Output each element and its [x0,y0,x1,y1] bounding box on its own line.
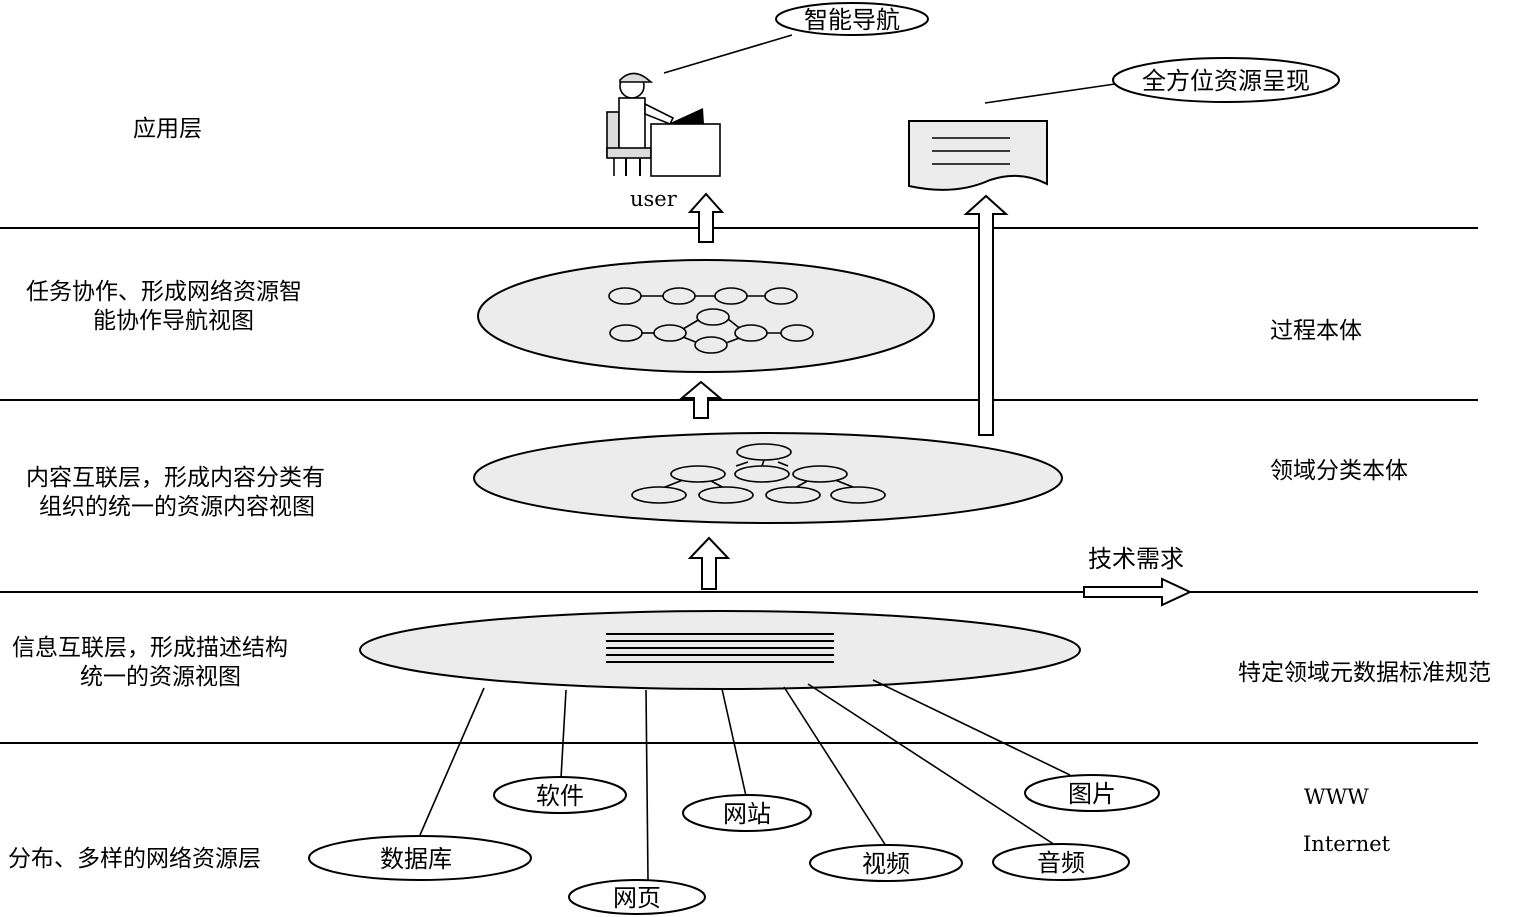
resource-audio-bubble [992,843,1130,881]
process-node [714,287,748,305]
document-icon [908,120,1048,191]
user-at-computer-icon [606,72,721,177]
metadata-lines [606,633,834,663]
resource-webpage-bubble [568,879,706,915]
smart-nav-pointer [663,34,793,74]
process-node [696,308,730,326]
up-arrow-to-domain [687,536,731,590]
resource-video-bubble [809,844,963,882]
resource-image-label: 图片 [1068,780,1116,808]
smart-nav-label: 智能导航 [804,6,900,34]
process-node [780,324,814,342]
resource-audio-label: 音频 [1037,849,1085,877]
process-node [734,324,768,342]
process-node [694,336,728,354]
domain-node [734,465,790,483]
domain-node [670,465,726,483]
internet-label: Internet [1303,832,1391,856]
domain-node [830,486,886,504]
process-node [653,324,687,342]
process-flow-graph [608,287,814,354]
domain-ontology-label: 领域分类本体 [1270,458,1408,484]
up-arrow-to-process [679,380,723,419]
process-node [764,287,798,305]
layer-info-label-1: 信息互联层，形成描述结构 [12,635,288,661]
up-arrow-to-presentation [963,194,1009,436]
domain-node [631,486,687,504]
process-node [609,324,643,342]
domain-tree-graph [631,443,886,504]
resource-video-label: 视频 [862,850,910,878]
layer-task-label-1: 任务协作、形成网络资源智 [26,279,302,305]
domain-node [698,486,754,504]
presentation-label: 全方位资源呈现 [1142,67,1310,95]
resource-software-bubble [493,776,627,814]
layer-application-label: 应用层 [133,116,202,142]
resource-image-bubble [1024,774,1160,812]
smart-nav-bubble [775,2,929,36]
layer-task-label-2: 能协作导航视图 [93,308,254,334]
presentation-pointer [984,83,1116,104]
user-label: user [630,187,678,211]
resource-database-bubble [308,835,532,881]
presentation-bubble [1112,57,1340,103]
www-label: WWW [1304,785,1369,809]
info-layer-ellipse [359,610,1081,690]
layer-content-label-1: 内容互联层，形成内容分类有 [26,465,325,491]
resource-connectors [419,679,1071,881]
resource-website-bubble [682,794,812,832]
process-ontology-label: 过程本体 [1270,318,1362,344]
process-node [608,287,642,305]
domain-node [765,486,821,504]
layer-info-label-2: 统一的资源视图 [80,664,241,690]
layer-distributed-label: 分布、多样的网络资源层 [8,846,261,872]
tech-demand-arrow [1083,577,1193,607]
domain-node [736,443,792,461]
resource-database-label: 数据库 [380,845,452,873]
process-node [662,287,696,305]
resource-webpage-label: 网页 [613,884,661,912]
tech-demand-label: 技术需求 [1088,545,1184,573]
resource-website-label: 网站 [723,800,771,828]
domain-node [792,465,848,483]
resource-software-label: 软件 [536,782,584,810]
metadata-standard-label: 特定领域元数据标准规范 [1238,660,1491,686]
layer-content-label-2: 组织的统一的资源内容视图 [39,494,315,520]
up-arrow-to-user [687,192,725,243]
